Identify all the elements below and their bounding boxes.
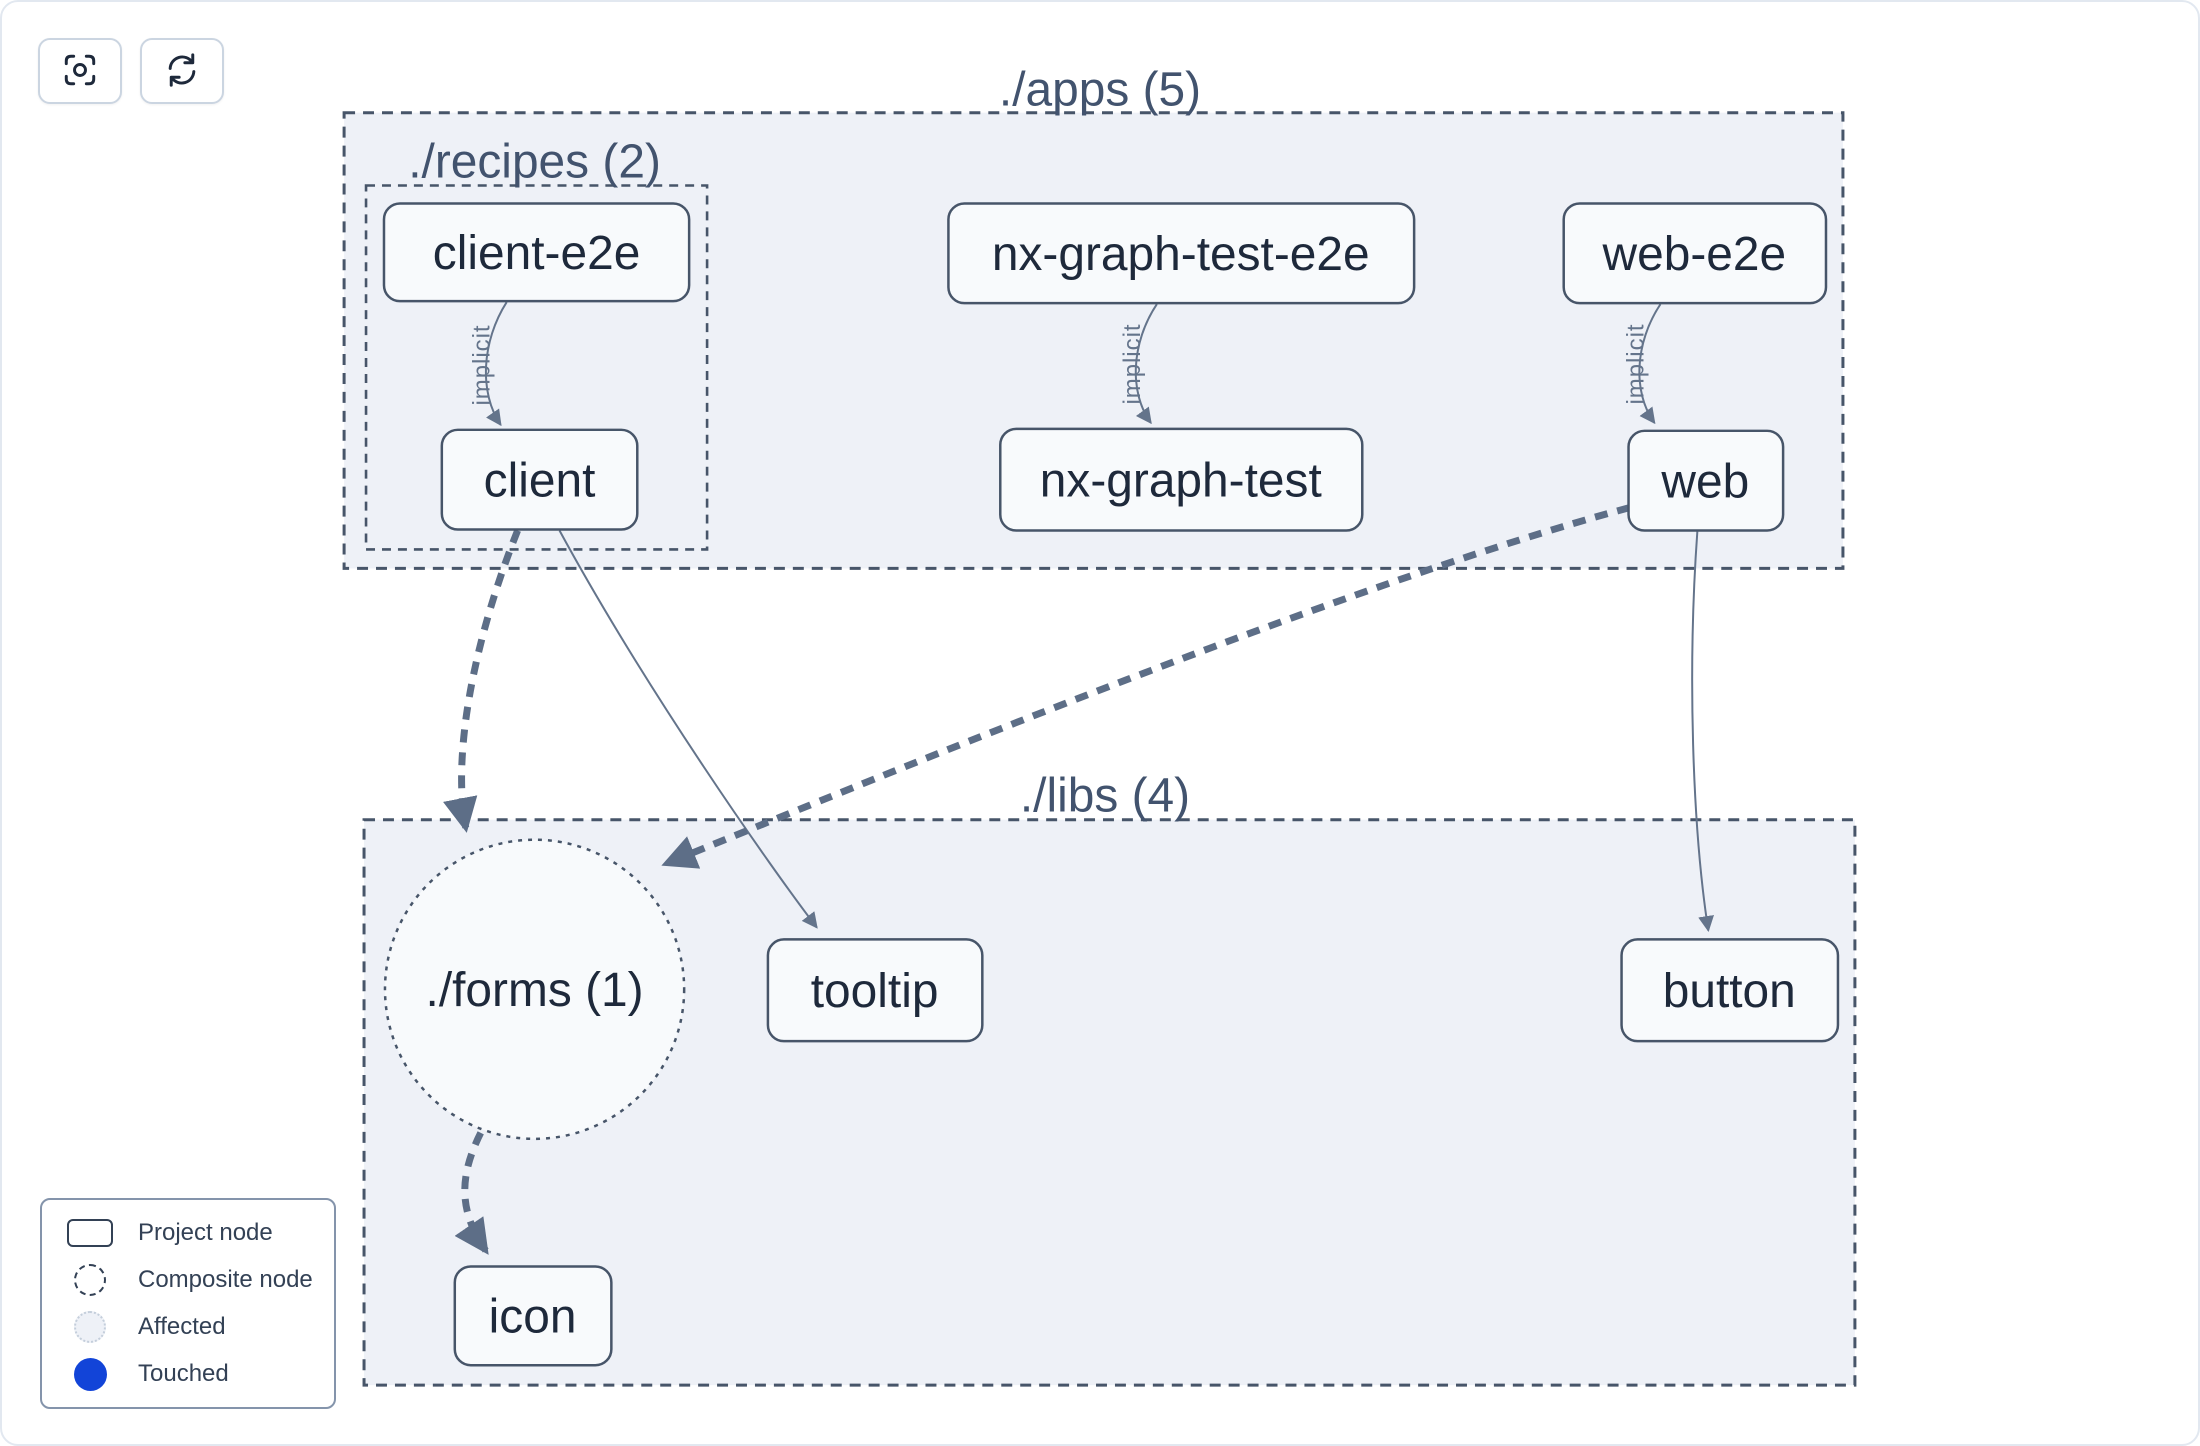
legend-item-composite-node: Composite node: [42, 1263, 334, 1296]
node-nx-graph-test-e2e[interactable]: nx-graph-test-e2e: [947, 202, 1416, 305]
edge-nx-graph-test-e2e-to-nx-graph-test[interactable]: [1134, 303, 1158, 425]
composite-node-forms[interactable]: [383, 838, 686, 1141]
edge-client-to-tooltip[interactable]: [558, 530, 818, 929]
focus-icon: [61, 51, 99, 92]
touched-swatch: [73, 1357, 107, 1391]
graph-toolbar: [38, 38, 224, 104]
node-tooltip[interactable]: tooltip: [766, 938, 984, 1043]
node-icon[interactable]: icon: [453, 1265, 613, 1367]
node-client[interactable]: client: [440, 428, 639, 531]
legend-item-touched: Touched: [42, 1357, 334, 1391]
refresh-graph-button[interactable]: [140, 38, 224, 104]
legend-item-project-node: Project node: [42, 1216, 334, 1249]
composite-node-swatch: [74, 1263, 106, 1296]
legend-label: Composite node: [138, 1265, 313, 1293]
node-web-e2e[interactable]: web-e2e: [1562, 202, 1828, 305]
project-node-swatch: [67, 1218, 113, 1247]
affected-swatch: [74, 1311, 106, 1344]
edge-web-to-button[interactable]: [1691, 531, 1714, 933]
group-libs-title[interactable]: ./libs (4): [1020, 770, 1190, 823]
composite-node-forms-label: ./forms (1): [426, 964, 644, 1017]
node-nx-graph-test[interactable]: nx-graph-test: [999, 427, 1364, 532]
group-recipes-title[interactable]: ./recipes (2): [408, 136, 661, 189]
edge-client-to-forms[interactable]: [443, 529, 521, 833]
edge-label-implicit-2: implicit: [1119, 323, 1146, 404]
node-client-label: client: [484, 455, 596, 508]
center-graph-button[interactable]: [38, 38, 122, 104]
node-web-label: web: [1660, 456, 1749, 509]
node-icon-label: icon: [489, 1290, 577, 1343]
legend-item-affected: Affected: [42, 1311, 334, 1344]
edge-label-implicit-1: implicit: [469, 324, 496, 405]
edge-client-e2e-to-client[interactable]: [485, 301, 508, 427]
refresh-icon: [163, 51, 201, 92]
edge-label-implicit-3: implicit: [1622, 323, 1649, 404]
legend-label: Touched: [138, 1360, 229, 1388]
legend-label: Affected: [138, 1313, 226, 1341]
node-client-e2e[interactable]: client-e2e: [382, 202, 691, 303]
group-apps-title[interactable]: ./apps (5): [999, 64, 1201, 117]
edge-web-to-forms[interactable]: [661, 504, 1631, 869]
legend-label: Project node: [138, 1218, 273, 1246]
node-nx-graph-test-label: nx-graph-test: [1040, 455, 1322, 508]
edge-web-e2e-to-web[interactable]: [1638, 303, 1662, 425]
node-button[interactable]: button: [1620, 938, 1840, 1043]
node-nx-graph-test-e2e-label: nx-graph-test-e2e: [992, 228, 1370, 281]
node-tooltip-label: tooltip: [811, 965, 939, 1018]
node-web[interactable]: web: [1627, 429, 1785, 532]
graph-legend: Project node Composite node Affected Tou…: [40, 1198, 336, 1409]
node-web-e2e-label: web-e2e: [1602, 228, 1787, 281]
node-button-label: button: [1663, 965, 1796, 1018]
node-client-e2e-label: client-e2e: [433, 227, 641, 280]
